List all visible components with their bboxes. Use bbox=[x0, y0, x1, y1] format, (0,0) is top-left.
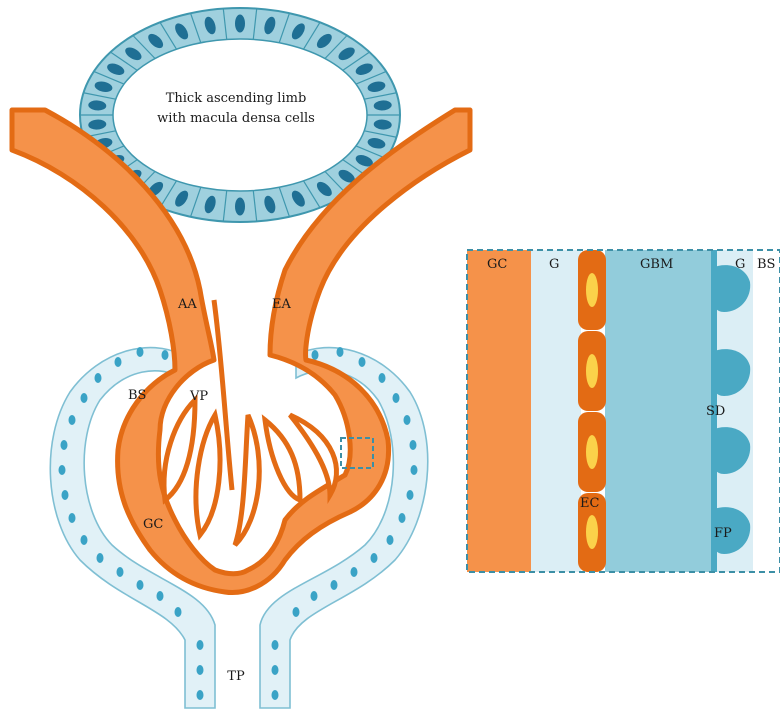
inset-label-fp: FP bbox=[714, 526, 732, 541]
bowman-cell-nucleus bbox=[393, 393, 400, 403]
bowman-cell-nucleus bbox=[197, 665, 204, 675]
label-gc: GC bbox=[143, 517, 163, 532]
bowman-cell-nucleus bbox=[351, 567, 358, 577]
bowman-cell-nucleus bbox=[95, 373, 102, 383]
inset-glycocalyx-left bbox=[531, 250, 581, 572]
bowman-cell-nucleus bbox=[197, 640, 204, 650]
bowman-cell-nucleus bbox=[97, 553, 104, 563]
bowman-cell-nucleus bbox=[117, 567, 124, 577]
endothelial-nucleus bbox=[586, 435, 598, 469]
bowman-cell-nucleus bbox=[137, 347, 144, 357]
bowman-cell-nucleus bbox=[272, 665, 279, 675]
capillary-loop-2 bbox=[196, 415, 220, 535]
bowman-cell-nucleus bbox=[411, 465, 418, 475]
inset-gbm bbox=[605, 250, 713, 572]
bowman-cell-nucleus bbox=[61, 440, 68, 450]
bowman-cell-nucleus bbox=[81, 535, 88, 545]
bowman-cell-nucleus bbox=[197, 690, 204, 700]
bowman-cell-nucleus bbox=[81, 393, 88, 403]
label-tp: TP bbox=[227, 669, 245, 684]
bowman-cell-nucleus bbox=[410, 440, 417, 450]
label-vp: VP bbox=[189, 389, 208, 404]
inset-label-g-right: G bbox=[735, 257, 745, 272]
capillary-loop-4 bbox=[265, 420, 300, 500]
bowman-cell-nucleus bbox=[162, 350, 169, 360]
filtration-barrier-inset: GC G GBM G BS SD EC FP bbox=[467, 250, 780, 572]
label-bs: BS bbox=[128, 388, 146, 403]
capillary-loop-3 bbox=[235, 415, 259, 545]
bowman-cell-nucleus bbox=[379, 373, 386, 383]
bowman-cell-nucleus bbox=[407, 490, 414, 500]
label-aa: AA bbox=[177, 297, 197, 312]
bowman-cell-nucleus bbox=[157, 591, 164, 601]
bowman-cell-nucleus bbox=[272, 640, 279, 650]
cell-nucleus bbox=[235, 15, 245, 33]
tal-label-line2: with macula densa cells bbox=[157, 111, 315, 126]
inset-label-gc: GC bbox=[487, 257, 507, 272]
bowman-cell-nucleus bbox=[371, 553, 378, 563]
bowman-cell-nucleus bbox=[337, 347, 344, 357]
bowman-cell-nucleus bbox=[311, 591, 318, 601]
bowman-cell-nucleus bbox=[175, 607, 182, 617]
bowman-cell-nucleus bbox=[399, 513, 406, 523]
inset-label-sd: SD bbox=[706, 404, 725, 419]
label-ea: EA bbox=[272, 297, 291, 312]
endothelial-nucleus bbox=[586, 515, 598, 549]
capillary-loop-1 bbox=[164, 400, 195, 500]
bowman-cell-nucleus bbox=[137, 580, 144, 590]
bowman-cell-nucleus bbox=[404, 415, 411, 425]
inset-glomerular-capillary bbox=[467, 250, 531, 572]
bowman-cell-nucleus bbox=[62, 490, 69, 500]
inset-label-bs: BS bbox=[757, 257, 775, 272]
bowman-cell-nucleus bbox=[293, 607, 300, 617]
inset-label-gbm: GBM bbox=[640, 257, 673, 272]
tal-label-line1: Thick ascending limb bbox=[166, 91, 307, 106]
bowman-cell-nucleus bbox=[359, 357, 366, 367]
endothelial-cells bbox=[578, 250, 606, 572]
inset-label-ec: EC bbox=[580, 496, 599, 511]
endothelial-nucleus bbox=[586, 354, 598, 388]
bowman-cell-nucleus bbox=[312, 350, 319, 360]
endothelial-nucleus bbox=[586, 273, 598, 307]
bowman-cell-nucleus bbox=[69, 415, 76, 425]
bowman-cell-nucleus bbox=[59, 465, 66, 475]
bowman-cell-nucleus bbox=[69, 513, 76, 523]
bowman-cell-nucleus bbox=[331, 580, 338, 590]
bowman-cell-nucleus bbox=[115, 357, 122, 367]
cell-nucleus bbox=[235, 198, 245, 216]
inset-label-g-left: G bbox=[549, 257, 559, 272]
bowman-cell-nucleus bbox=[272, 690, 279, 700]
bowman-cell-nucleus bbox=[387, 535, 394, 545]
